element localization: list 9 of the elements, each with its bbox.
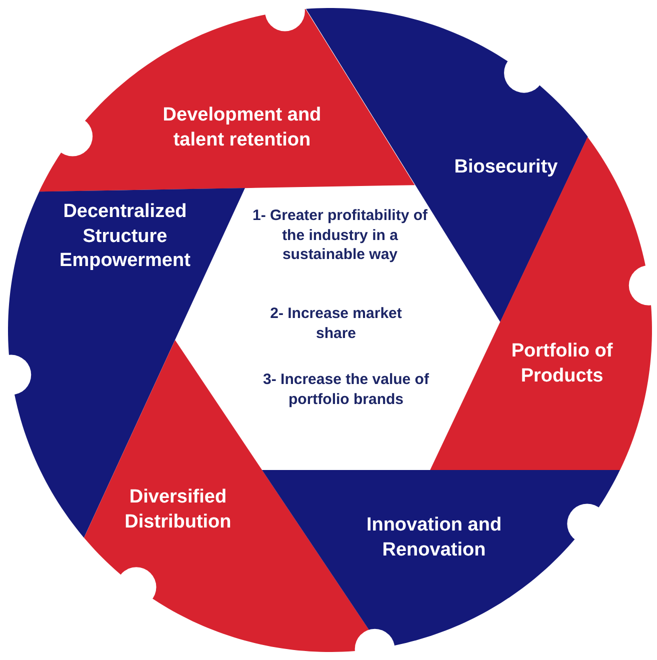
segment-label: Diversified Distribution <box>124 485 232 534</box>
segment-label: Portfolio of Products <box>510 339 614 388</box>
segment-label: Biosecurity <box>453 156 559 180</box>
goal-text: 1- Greater profitability of the industry in a sustainable way <box>251 206 429 264</box>
segment-label: Innovation and Renovation <box>365 513 503 562</box>
goal-text: 3- Increase the value of portfolio brands <box>262 370 430 409</box>
goal-text: 2- Increase market share <box>269 304 403 343</box>
segment-label: Decentralized Structure Empowerment <box>58 200 192 274</box>
segment-label: Development and talent retention <box>162 103 322 152</box>
